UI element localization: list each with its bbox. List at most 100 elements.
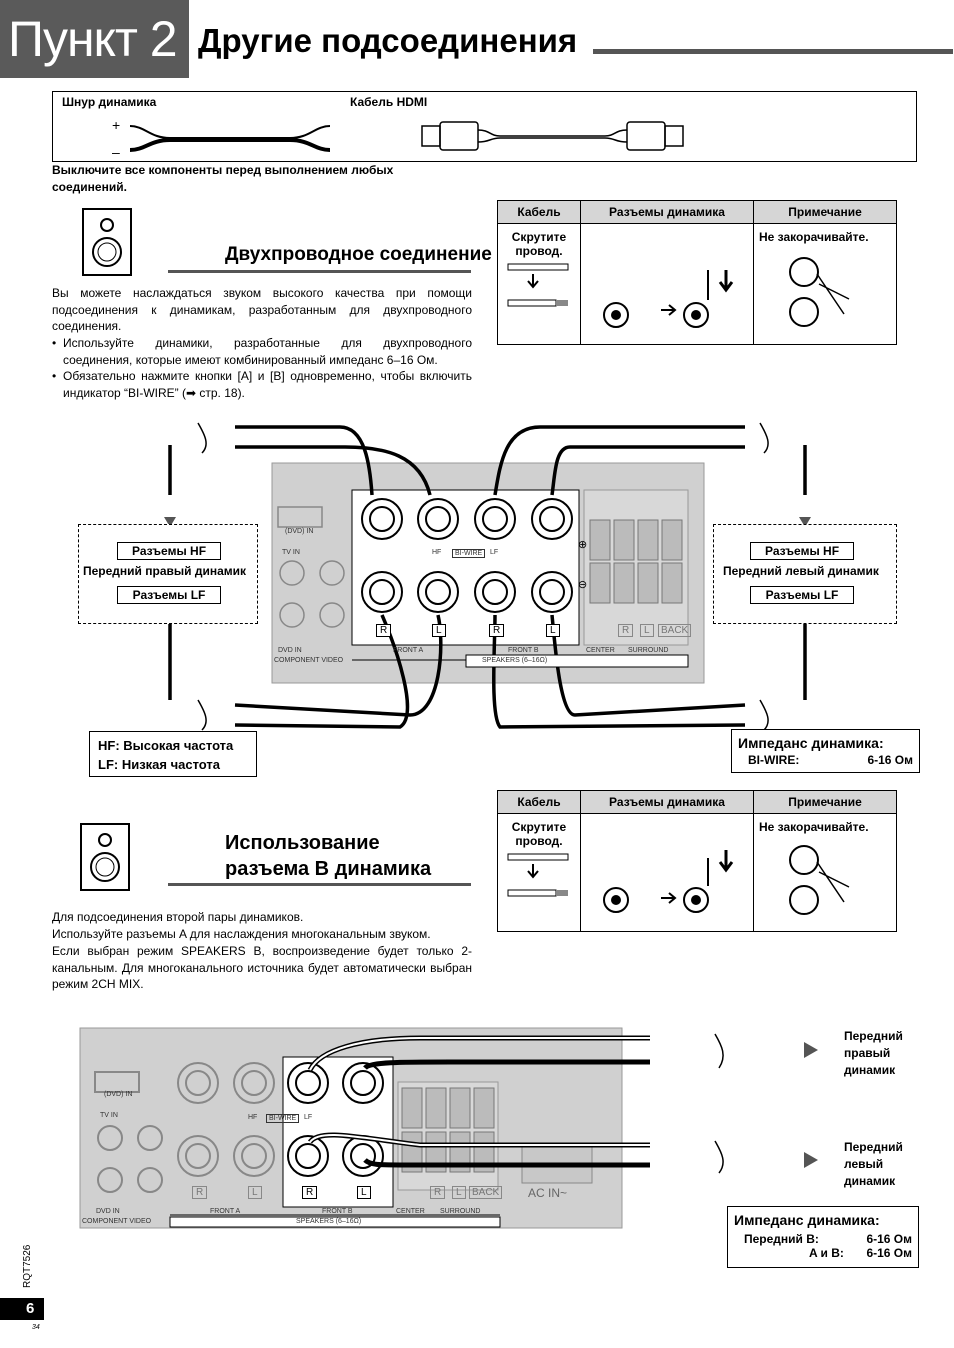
- hf-label: HF: [432, 549, 442, 556]
- ac-in-label: AC IN~: [528, 1186, 568, 1200]
- speakerb-p2: Используйте разъемы A для наслаждения мн…: [52, 927, 431, 941]
- surround-l-b: L: [452, 1186, 466, 1199]
- hf-lf-legend: HF: Высокая частота LF: Низкая частота: [89, 731, 257, 777]
- twisted-wire-icon-2: [507, 853, 569, 897]
- twist-cell: Скрутите провод.: [497, 223, 581, 345]
- imp-ab-value: 6-16 Ом: [866, 1246, 912, 1260]
- fr-line-3: динамик: [844, 1063, 896, 1077]
- biwire-imp-value: 6-16 Ом: [867, 753, 913, 767]
- speakerb-diagram: [79, 1027, 818, 1229]
- surround-r-b: R: [430, 1186, 446, 1199]
- center-label-b: CENTER: [396, 1208, 425, 1215]
- fl-line-1: Передний: [844, 1140, 903, 1154]
- dvd-in-label: (DVD) IN: [285, 528, 314, 535]
- biwire-indicator: BI-WIRE: [452, 549, 486, 558]
- terminal-r-a-b: R: [192, 1186, 208, 1199]
- terminals-cell-2: [580, 813, 754, 932]
- terminal-clamp-icon-2: [603, 850, 734, 913]
- front-b-label: FRONT B: [508, 647, 539, 654]
- note-cell-2: Не закорачивайте.: [753, 813, 897, 932]
- fr-line-2: правый: [844, 1046, 891, 1060]
- speakerb-p1: Для подсоединения второй пары динамиков.: [52, 910, 304, 924]
- lf-label-b: LF: [304, 1114, 313, 1121]
- biwire-intro: Вы можете наслаждаться звуком высокого к…: [52, 286, 472, 333]
- svg-text:⊖: ⊖: [578, 579, 587, 591]
- terminal-r-b-b: R: [302, 1186, 318, 1199]
- fl-line-2: левый: [844, 1157, 884, 1171]
- tv-in-label-b: TV IN: [100, 1112, 118, 1119]
- impedance-row: BI-WIRE: 6-16 Ом: [738, 753, 913, 767]
- twist-text: Скрутите провод.: [511, 230, 567, 258]
- speakerb-title-2: разъема B динамика: [225, 858, 432, 880]
- hdmi-cable-label: Кабель HDMI: [350, 95, 428, 109]
- no-short-text: Не закорачивайте.: [759, 230, 869, 244]
- bullet-2-text: Обязательно нажмите кнопки [A] и [B] одн…: [63, 369, 472, 400]
- hdmi-cable-icon: [421, 121, 684, 151]
- terminal-clamp-icon: [603, 270, 734, 328]
- col-cable-2: Кабель: [497, 790, 581, 814]
- svg-text:⊕: ⊕: [578, 539, 587, 551]
- speaker-cord-label: Шнур динамика: [62, 95, 157, 109]
- bullet-1-text: Используйте динамики, разработанные для …: [63, 336, 472, 367]
- speakerb-p3: Если выбран режим SPEAKERS B, воспроизве…: [52, 944, 472, 991]
- terminal-r-b: R: [489, 624, 505, 637]
- cables-box: [52, 91, 917, 162]
- note-cell: Не закорачивайте.: [753, 223, 897, 345]
- page-title: Другие подсоединения: [198, 22, 578, 59]
- step-number: 2: [149, 11, 178, 67]
- lf-label: LF: [490, 549, 499, 556]
- no-short-icon: [789, 257, 850, 327]
- col-terminals: Разъемы динамика: [580, 200, 754, 224]
- hf-label-b: HF: [248, 1114, 258, 1121]
- front-right-speaker-box: [78, 524, 258, 624]
- section-rule: [168, 270, 471, 273]
- front-left-hf: Разъемы HF: [750, 542, 854, 560]
- speakerb-title-1: Использование: [225, 832, 380, 854]
- dvd-in-label-b2: DVD IN: [96, 1208, 120, 1215]
- imp-row-b: Передний B: 6-16 Ом: [734, 1232, 912, 1246]
- terminal-l-b-b: L: [357, 1186, 371, 1199]
- wiring-tips-table-2: Кабель Разъемы динамика Примечание Скрут…: [497, 790, 897, 932]
- step-badge: Пункт 2: [0, 0, 189, 78]
- col-terminals-2: Разъемы динамика: [580, 790, 754, 814]
- twist-cell-2: Скрутите провод.: [497, 813, 581, 932]
- biwire-impedance-box: Импеданс динамика: BI-WIRE: 6-16 Ом: [731, 729, 920, 773]
- legend-lf: LF: Низкая частота: [98, 757, 221, 772]
- front-right-hf: Разъемы HF: [117, 542, 221, 560]
- dvd-in-label-b: (DVD) IN: [104, 1091, 133, 1098]
- terminal-l-a: L: [432, 624, 446, 637]
- terminals-cell: [580, 223, 754, 345]
- speakerb-impedance-box: Импеданс динамика: Передний B: 6-16 Ом A…: [727, 1206, 919, 1268]
- plus-sign: +: [112, 117, 121, 133]
- fl-line-3: динамик: [844, 1174, 896, 1188]
- col-note-2: Примечание: [753, 790, 897, 814]
- center-label: CENTER: [586, 647, 615, 654]
- front-left-speaker-label: Передний левый динамик: [844, 1139, 903, 1190]
- speakers-label: SPEAKERS (6–16Ω): [482, 657, 548, 664]
- surround-back: BACK: [658, 624, 692, 637]
- biwire-diagram: ⊕ ⊖: [164, 422, 811, 731]
- terminal-l-a-b: L: [248, 1186, 262, 1199]
- page-number: 6: [0, 1298, 44, 1320]
- power-off-warning: Выключите все компоненты перед выполнени…: [52, 163, 394, 194]
- biwire-indicator-b: BI-WIRE: [266, 1114, 300, 1123]
- no-short-text-2: Не закорачивайте.: [759, 820, 869, 834]
- imp-row-ab: A и B: 6-16 Ом: [734, 1246, 912, 1260]
- component-video-label: COMPONENT VIDEO: [274, 657, 344, 664]
- fr-line-1: Передний: [844, 1029, 903, 1043]
- impedance-title: Импеданс динамика:: [738, 735, 884, 751]
- col-cable: Кабель: [497, 200, 581, 224]
- surround-label: SURROUND: [628, 647, 669, 654]
- impedance-title-b: Импеданс динамика:: [734, 1212, 880, 1228]
- front-right-lf: Разъемы LF: [117, 586, 221, 604]
- surround-label-b: SURROUND: [440, 1208, 481, 1215]
- twisted-wire-icon: [507, 263, 569, 307]
- minus-sign: –: [112, 144, 120, 160]
- front-left-speaker-box: [713, 524, 897, 624]
- front-left-label: Передний левый динамик: [723, 564, 879, 578]
- dvd-in-label-2: DVD IN: [278, 647, 302, 654]
- speakers-label-b: SPEAKERS (6–16Ω): [296, 1218, 362, 1225]
- doc-code: RQT7526: [22, 1244, 33, 1288]
- speakerb-section-title: Использование разъема B динамика: [225, 830, 431, 882]
- terminal-r-a: R: [376, 624, 392, 637]
